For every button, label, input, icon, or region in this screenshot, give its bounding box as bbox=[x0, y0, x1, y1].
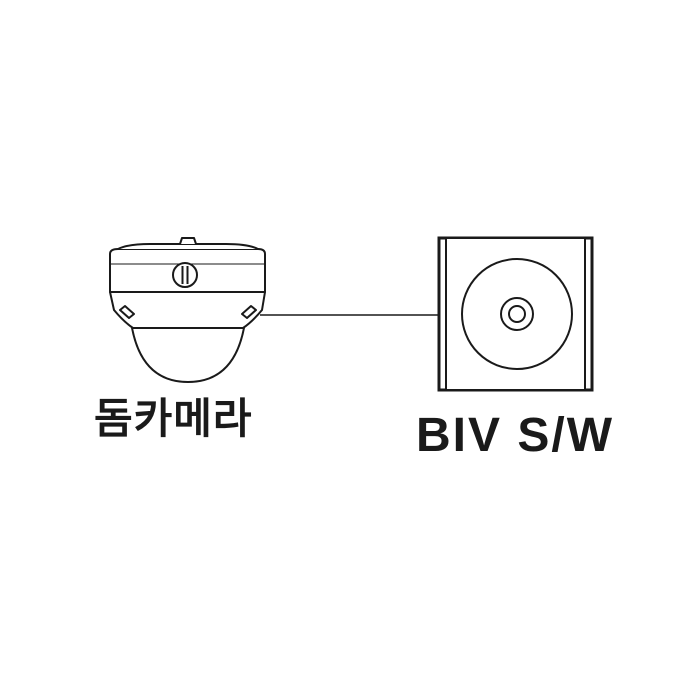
camera-dome-glass bbox=[130, 321, 246, 383]
camera-right-notch bbox=[241, 305, 257, 319]
software-disc-icon bbox=[437, 236, 594, 392]
dome-camera-icon bbox=[109, 237, 266, 383]
dome-camera-label: 돔카메라 bbox=[94, 394, 253, 443]
disc-center-hole bbox=[508, 305, 526, 323]
camera-top-tab bbox=[179, 237, 197, 245]
biv-software-label: BIV S/W bbox=[416, 409, 615, 462]
camera-left-notch bbox=[119, 305, 135, 319]
camera-screw bbox=[172, 262, 198, 288]
camera-top-ridge bbox=[117, 243, 259, 250]
camera-lower-housing bbox=[109, 291, 266, 329]
